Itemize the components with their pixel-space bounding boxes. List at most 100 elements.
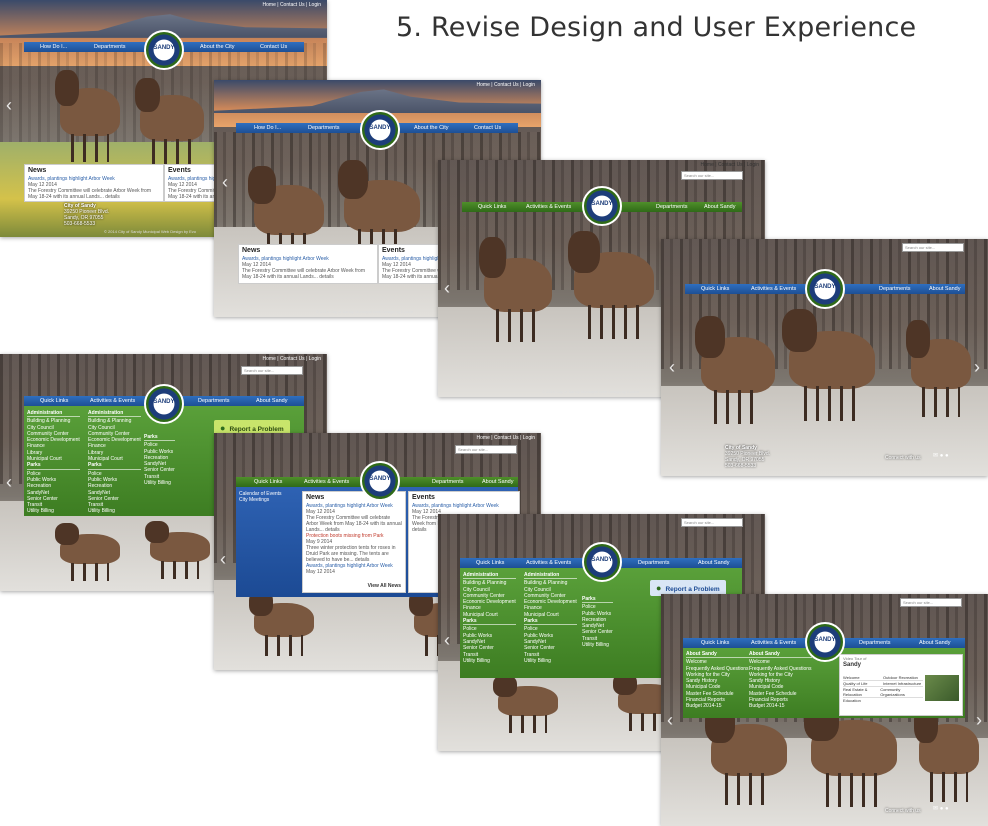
prev-arrow-icon[interactable]: ‹ bbox=[444, 630, 450, 650]
city-logo[interactable]: SANDY bbox=[144, 384, 184, 424]
nav-item[interactable]: Departments bbox=[656, 204, 688, 210]
menu-item[interactable]: Calendar of Events bbox=[239, 491, 282, 497]
nav-item[interactable]: Departments bbox=[198, 398, 230, 404]
news-panel: News Awards, plantings highlight Arbor W… bbox=[238, 244, 378, 284]
nav-item[interactable]: About Sandy bbox=[256, 398, 288, 404]
utility-links[interactable]: Home | Contact Us | Login bbox=[476, 435, 535, 441]
nav-item[interactable]: Departments bbox=[879, 286, 911, 292]
utility-links[interactable]: Home | Contact Us | Login bbox=[476, 82, 535, 88]
nav-item[interactable]: Activities & Events bbox=[526, 204, 572, 210]
nav-item[interactable]: Quick Links bbox=[40, 398, 69, 404]
search-input[interactable]: Search our site... bbox=[241, 366, 303, 375]
prev-arrow-icon[interactable]: ‹ bbox=[669, 357, 675, 377]
nav-item[interactable]: Departments bbox=[859, 640, 891, 646]
elk-image bbox=[134, 77, 204, 167]
copyright: © 2014 City of Sandy Municipal Web Desig… bbox=[104, 229, 197, 234]
prev-arrow-icon[interactable]: ‹ bbox=[6, 95, 12, 115]
nav-item[interactable]: About the City bbox=[200, 44, 235, 50]
nav-item[interactable]: About the City bbox=[414, 125, 449, 131]
nav-item[interactable]: Quick Links bbox=[701, 286, 730, 292]
elk-image bbox=[567, 230, 654, 339]
city-logo[interactable]: SANDY bbox=[360, 110, 400, 150]
nav-item[interactable]: Activities & Events bbox=[751, 286, 797, 292]
nav-item[interactable]: About Sandy bbox=[704, 204, 736, 210]
nav-item[interactable]: Activities & Events bbox=[751, 640, 797, 646]
city-logo[interactable]: SANDY bbox=[805, 269, 845, 309]
prev-arrow-icon[interactable]: ‹ bbox=[6, 472, 12, 492]
elk-image bbox=[804, 698, 897, 807]
elk-image bbox=[249, 590, 314, 656]
city-logo[interactable]: SANDY bbox=[582, 542, 622, 582]
next-arrow-icon[interactable]: › bbox=[976, 710, 982, 730]
nav-item[interactable]: Activities & Events bbox=[304, 479, 350, 485]
next-arrow-icon[interactable]: › bbox=[974, 357, 980, 377]
elk-image bbox=[782, 308, 875, 421]
nav-item[interactable]: Activities & Events bbox=[90, 398, 136, 404]
news-link[interactable]: Awards, plantings highlight Arbor Week bbox=[306, 563, 393, 569]
nav-item[interactable]: Activities & Events bbox=[526, 560, 572, 566]
utility-links[interactable]: Home | Contact Us | Login bbox=[700, 162, 759, 168]
report-problem-button[interactable]: Report a Problem bbox=[650, 580, 726, 596]
prev-arrow-icon[interactable]: ‹ bbox=[222, 172, 228, 192]
view-all-news-link[interactable]: View All News bbox=[367, 583, 401, 589]
city-logo[interactable]: SANDY bbox=[582, 186, 622, 226]
elk-image bbox=[906, 320, 971, 417]
menu-item[interactable]: City Meetings bbox=[239, 497, 270, 504]
search-input[interactable]: Search our site... bbox=[681, 171, 743, 180]
news-link[interactable]: Awards, plantings highlight Arbor Week bbox=[306, 503, 393, 509]
search-input[interactable]: Search our site... bbox=[455, 445, 517, 454]
social-icons[interactable]: ✉ ● ● bbox=[933, 453, 949, 459]
video-thumbnail[interactable] bbox=[925, 675, 959, 701]
nav-item[interactable]: Departments bbox=[94, 44, 126, 50]
nav-item[interactable]: Contact Us bbox=[474, 125, 502, 131]
events-link[interactable]: Awards, plantings highlight Arbor Week bbox=[168, 176, 255, 182]
search-input[interactable]: Search our site... bbox=[900, 598, 962, 607]
city-logo[interactable]: SANDY bbox=[144, 30, 184, 70]
contact-info: City of Sandy 39250 Pioneer Blvd. Sandy,… bbox=[725, 445, 771, 469]
screenshot-6: Home | Contact Us | Login Search our sit… bbox=[214, 433, 541, 670]
elk-image bbox=[493, 674, 558, 733]
screenshot-8: Search our site... Quick Links Activitie… bbox=[661, 594, 988, 826]
city-logo[interactable]: SANDY bbox=[805, 622, 845, 662]
contact-info: City of Sandy 39250 Pioneer Blvd. Sandy,… bbox=[64, 203, 110, 227]
nav-item[interactable]: Departments bbox=[432, 479, 464, 485]
nav-item[interactable]: Quick Links bbox=[478, 204, 507, 210]
nav-item[interactable]: About Sandy bbox=[929, 286, 961, 292]
utility-links[interactable]: Home | Contact Us | Login bbox=[262, 2, 321, 8]
utility-links[interactable]: Home | Contact Us | Login bbox=[262, 356, 321, 362]
screenshot-4: Search our site... Quick Links Activitie… bbox=[661, 239, 988, 476]
events-link[interactable]: Awards, plantings highlight Arbor Week bbox=[382, 256, 469, 262]
nav-item[interactable]: About Sandy bbox=[482, 479, 514, 485]
news-link[interactable]: Protection boots missing from Park bbox=[306, 533, 384, 539]
nav-item[interactable]: How Do I... bbox=[40, 44, 68, 50]
nav-item[interactable]: Departments bbox=[308, 125, 340, 131]
city-logo[interactable]: SANDY bbox=[360, 461, 400, 501]
elk-image bbox=[914, 705, 979, 802]
social-icons[interactable]: ✉ ● ● bbox=[933, 806, 949, 812]
nav-item[interactable]: Contact Us bbox=[260, 44, 288, 50]
elk-image bbox=[478, 237, 552, 342]
nav-item[interactable]: Departments bbox=[638, 560, 670, 566]
prev-arrow-icon[interactable]: ‹ bbox=[444, 278, 450, 298]
news-link[interactable]: Awards, plantings highlight Arbor Week bbox=[28, 176, 115, 182]
elk-image bbox=[704, 704, 787, 805]
elk-image bbox=[55, 522, 120, 581]
search-input[interactable]: Search our site... bbox=[681, 518, 743, 527]
nav-item[interactable]: How Do I... bbox=[254, 125, 282, 131]
elk-image bbox=[248, 166, 324, 263]
nav-item[interactable]: Quick Links bbox=[701, 640, 730, 646]
prev-arrow-icon[interactable]: ‹ bbox=[220, 549, 226, 569]
connect-label: Connect with us bbox=[885, 455, 921, 461]
report-problem-button[interactable]: Report a Problem bbox=[214, 420, 290, 436]
nav-item[interactable]: About Sandy bbox=[919, 640, 951, 646]
news-link[interactable]: Awards, plantings highlight Arbor Week bbox=[242, 256, 329, 262]
prev-arrow-icon[interactable]: ‹ bbox=[667, 710, 673, 730]
search-input[interactable]: Search our site... bbox=[902, 243, 964, 252]
copyright: © 2014 City of Sandy Municipal Web Desig… bbox=[542, 389, 640, 394]
connect-label: Connect with us bbox=[885, 808, 921, 814]
nav-item[interactable]: Quick Links bbox=[476, 560, 505, 566]
nav-item[interactable]: About Sandy bbox=[698, 560, 730, 566]
nav-item[interactable]: Quick Links bbox=[254, 479, 283, 485]
news-panel: News Awards, plantings highlight Arbor W… bbox=[24, 164, 164, 202]
